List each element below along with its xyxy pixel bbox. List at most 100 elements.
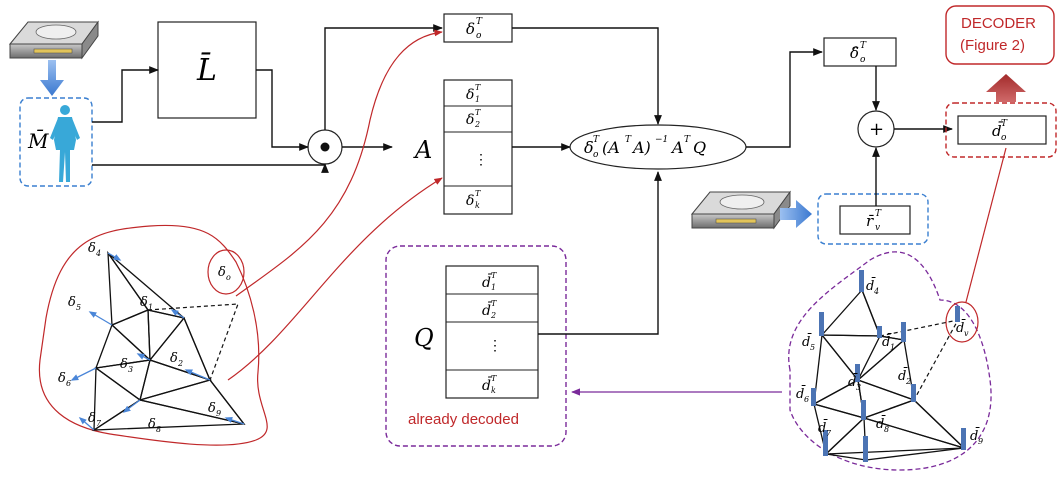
d-bar-o-base: d̄ — [992, 122, 1003, 140]
left-d7: δ — [88, 411, 96, 426]
left-do-sub: o — [226, 273, 231, 282]
decoder-figure-ref: (Figure 2) — [960, 37, 1025, 54]
left-d3: δ — [120, 357, 128, 372]
left-d4: δ — [88, 241, 96, 256]
a-row-k-base: δ — [466, 193, 474, 209]
r-v-box — [839, 205, 911, 235]
a-row-1-base: δ — [466, 87, 474, 103]
delta-o-box — [443, 13, 513, 43]
left-d6-sub: 6 — [66, 379, 71, 388]
right-mesh — [812, 288, 965, 461]
right-d8: d̄ — [876, 415, 886, 432]
up-arrow-icon — [986, 74, 1026, 102]
already-decoded-box — [385, 245, 567, 447]
solve-equation: δ o T (A T A) −1 A T Q — [584, 135, 706, 160]
delta-hat-o-box — [823, 37, 897, 67]
right-d9-sub: 9 — [978, 437, 983, 446]
left-d9-sub: 9 — [216, 409, 221, 418]
eq-part-2: A) — [631, 138, 651, 157]
right-d1: d̄ — [882, 333, 892, 350]
r-v-base: r̄ — [866, 212, 874, 230]
eq-part-3: A — [670, 138, 684, 157]
already-decoded-label: already decoded — [408, 411, 519, 428]
wire-m-to-l — [92, 66, 159, 123]
q-row-k-sub: k — [491, 386, 496, 395]
right-d4-sub: 4 — [873, 287, 879, 296]
q-row-1-sup: T — [491, 271, 497, 280]
eq-delta: δ — [584, 138, 594, 157]
delta-o-base: δ — [466, 20, 475, 38]
a-row-k-sup: T — [475, 189, 481, 198]
left-mesh-outline — [38, 224, 268, 446]
right-d8-sub: 8 — [884, 425, 889, 434]
right-d5-sub: 5 — [810, 343, 815, 352]
matrix-a-row: δ 2 T — [466, 108, 481, 129]
a-row-2-base: δ — [466, 112, 474, 128]
delta-hat-sup: T — [860, 41, 867, 51]
right-d6-sub: 6 — [804, 395, 809, 404]
link-delta-o-to-top — [235, 29, 443, 297]
a-row-ellipsis: ⋮ — [474, 152, 488, 168]
right-mesh-dashed-links — [879, 319, 960, 401]
right-mesh-outline — [788, 251, 992, 471]
decoder-label: DECODER — [961, 15, 1036, 32]
a-row-2-sup: T — [475, 108, 481, 117]
right-d2: d̄ — [898, 367, 908, 384]
right-dv-sub: v — [964, 329, 969, 338]
right-d2-sub: 2 — [905, 377, 911, 386]
residual-box — [817, 193, 929, 245]
delta-o-sup: T — [476, 17, 483, 27]
q-row-2-sub: 2 — [490, 311, 496, 320]
q-label: Q — [414, 324, 434, 352]
l-bar-box — [157, 21, 257, 119]
m-bar-label: M̄ — [27, 128, 49, 153]
wire-q-to-eq — [538, 171, 662, 335]
left-d9: δ — [208, 401, 216, 416]
a-label: A — [413, 136, 432, 164]
r-v-sub: v — [875, 223, 880, 233]
right-mesh-labels: d̄4 d̄5 d̄1 d̄3 d̄2 d̄6 d̄7 d̄8 d̄9 d̄v — [796, 277, 983, 446]
human-figure-icon — [50, 105, 80, 182]
d-bar-o-sup: T — [1001, 119, 1008, 129]
left-d1: δ — [140, 295, 148, 310]
right-d6: d̄ — [796, 385, 806, 402]
eq-part-4: Q — [693, 138, 706, 157]
eq-part-3-sup: T — [684, 135, 691, 145]
a-row-1-sup: T — [475, 83, 481, 92]
right-d7-sub: 7 — [826, 429, 832, 438]
wire-odot-to-delta-o — [324, 24, 443, 130]
r-v-sup: T — [875, 209, 882, 219]
right-d1-sub: 1 — [890, 343, 895, 352]
right-dv: d̄ — [956, 319, 966, 336]
eq-delta-sup: T — [593, 135, 600, 145]
wire-m-to-odot — [92, 163, 329, 173]
left-d8: δ — [148, 417, 156, 432]
right-d5: d̄ — [802, 333, 812, 350]
left-d2-sub: 2 — [177, 359, 183, 368]
input-mesh-box — [19, 97, 93, 187]
left-d2: δ — [170, 351, 178, 366]
right-d3-sub: 3 — [856, 383, 861, 392]
right-d9: d̄ — [970, 427, 980, 444]
eq-part-2-sup: −1 — [655, 135, 668, 145]
odot-dot — [320, 142, 330, 152]
right-d3: d̄ — [848, 373, 858, 390]
a-row-1-sub: 1 — [475, 95, 480, 104]
d-bar-o-box — [957, 115, 1047, 145]
link-mesh-to-a — [227, 177, 443, 381]
q-row-ellipsis: ⋮ — [488, 338, 502, 354]
left-d7-sub: 7 — [96, 419, 102, 428]
matrix-a-row: δ 1 T — [466, 83, 481, 104]
delta-hat-base: δ̂ — [850, 44, 859, 62]
d-bar-o-sub: o — [1001, 133, 1007, 143]
delta-o-sub: o — [476, 31, 482, 41]
eq-part-1: (A — [602, 138, 620, 157]
q-row-k-sup: T — [491, 374, 497, 383]
left-d8-sub: 8 — [156, 425, 161, 434]
output-box — [945, 102, 1057, 158]
solve-ellipse — [569, 124, 747, 170]
right-d4: d̄ — [866, 277, 876, 294]
left-delta-o-circle — [207, 249, 245, 295]
right-d-v-circle — [945, 301, 979, 343]
